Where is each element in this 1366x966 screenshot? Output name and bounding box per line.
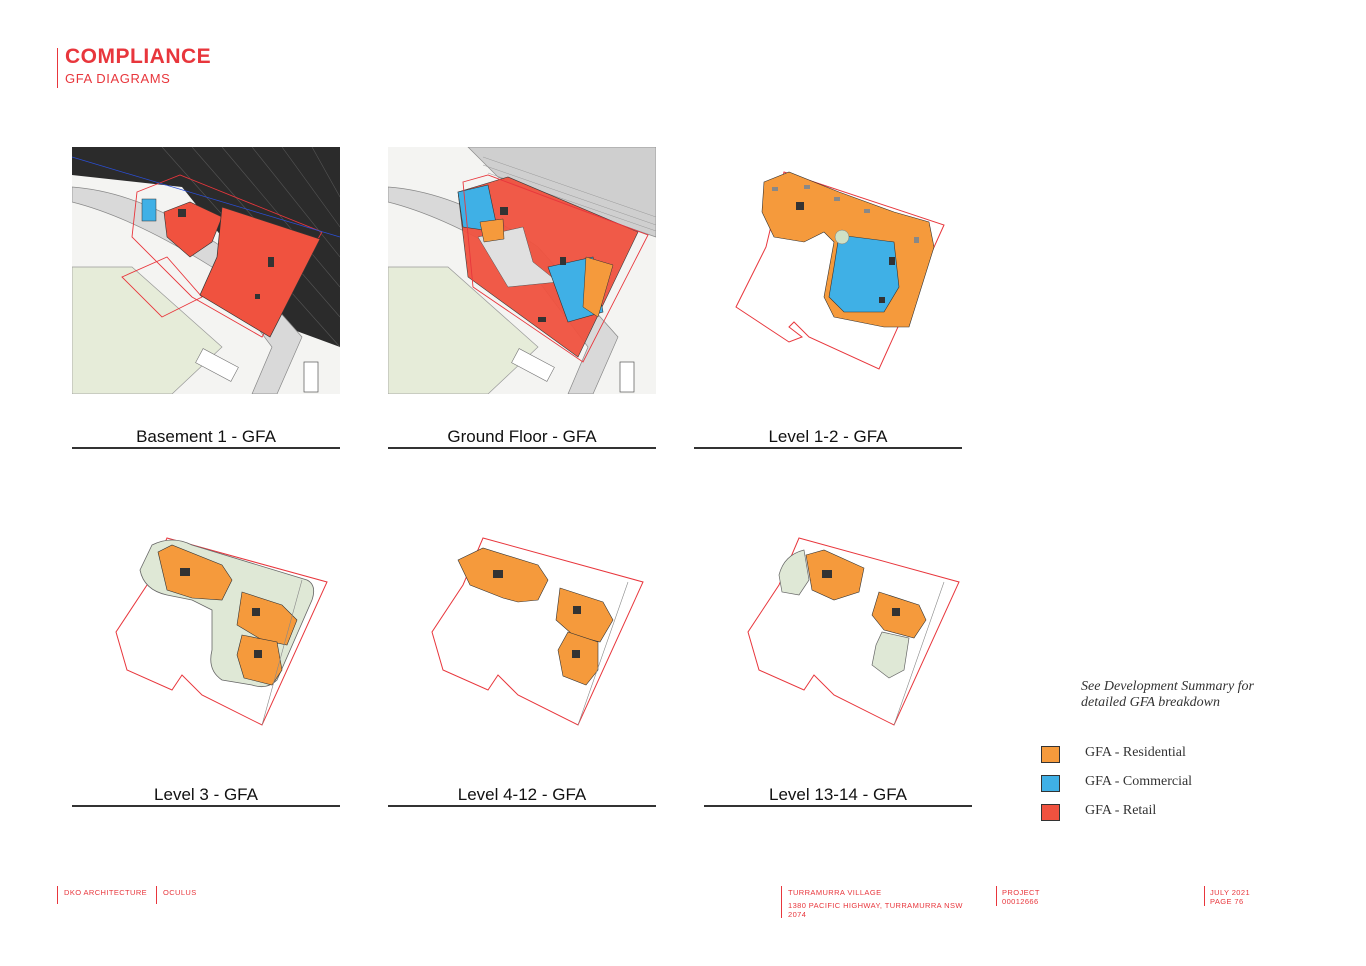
diagram-level-1-2 xyxy=(694,147,962,394)
gfa-note-line2: detailed GFA breakdown xyxy=(1081,695,1220,710)
header-accent-bar xyxy=(57,48,58,88)
footer-bar xyxy=(57,886,58,904)
footer-address-line1: 1380 PACIFIC HIGHWAY, TURRAMURRA NSW xyxy=(788,901,963,910)
caption-underline xyxy=(388,805,656,807)
caption-level-1-2: Level 1-2 - GFA xyxy=(768,427,888,446)
diagram-level-4-12 xyxy=(388,520,656,767)
diagram-level-13-14 xyxy=(704,520,972,767)
diagram-basement-1 xyxy=(72,147,340,394)
caption-level-13-14: Level 13-14 - GFA xyxy=(769,785,907,804)
footer-firm-1: DKO ARCHITECTURE xyxy=(64,888,148,897)
footer-project-name: TURRAMURRA VILLAGE xyxy=(788,888,882,897)
caption-underline xyxy=(72,805,340,807)
caption-underline xyxy=(72,447,340,449)
gfa-note: See Development Summary for detailed GFA… xyxy=(1081,679,1301,711)
legend-label-commercial: GFA - Commercial xyxy=(1085,774,1193,789)
legend-swatch-retail xyxy=(1041,804,1060,821)
footer-bar xyxy=(781,886,782,918)
page-subtitle: GFA DIAGRAMS xyxy=(65,71,171,86)
legend-swatch-commercial xyxy=(1041,775,1060,792)
legend-swatch-residential xyxy=(1041,746,1060,763)
caption-underline xyxy=(704,805,972,807)
caption-ground-floor: Ground Floor - GFA xyxy=(447,427,597,446)
caption-level-3: Level 3 - GFA xyxy=(154,785,258,804)
footer-page: PAGE 76 xyxy=(1210,897,1244,906)
footer-address-line2: 2074 xyxy=(788,910,807,919)
caption-underline xyxy=(388,447,656,449)
page-title: COMPLIANCE xyxy=(65,45,212,68)
gfa-note-line1: See Development Summary for xyxy=(1081,679,1255,694)
footer-project-number: 00012666 xyxy=(1002,897,1039,906)
caption-level-4-12: Level 4-12 - GFA xyxy=(457,785,587,804)
caption-underline xyxy=(694,447,962,449)
footer-date: JULY 2021 xyxy=(1210,888,1251,897)
footer-firm-2: OCULUS xyxy=(163,888,197,897)
footer-bar xyxy=(996,886,997,906)
footer-bar xyxy=(1204,886,1205,906)
footer-bar xyxy=(156,886,157,904)
diagram-level-3 xyxy=(72,520,340,767)
footer-project-label: PROJECT xyxy=(1002,888,1040,897)
caption-basement-1: Basement 1 - GFA xyxy=(136,427,276,446)
legend-label-retail: GFA - Retail xyxy=(1085,803,1157,818)
diagram-ground-floor xyxy=(388,147,656,394)
legend-label-residential: GFA - Residential xyxy=(1085,745,1186,760)
